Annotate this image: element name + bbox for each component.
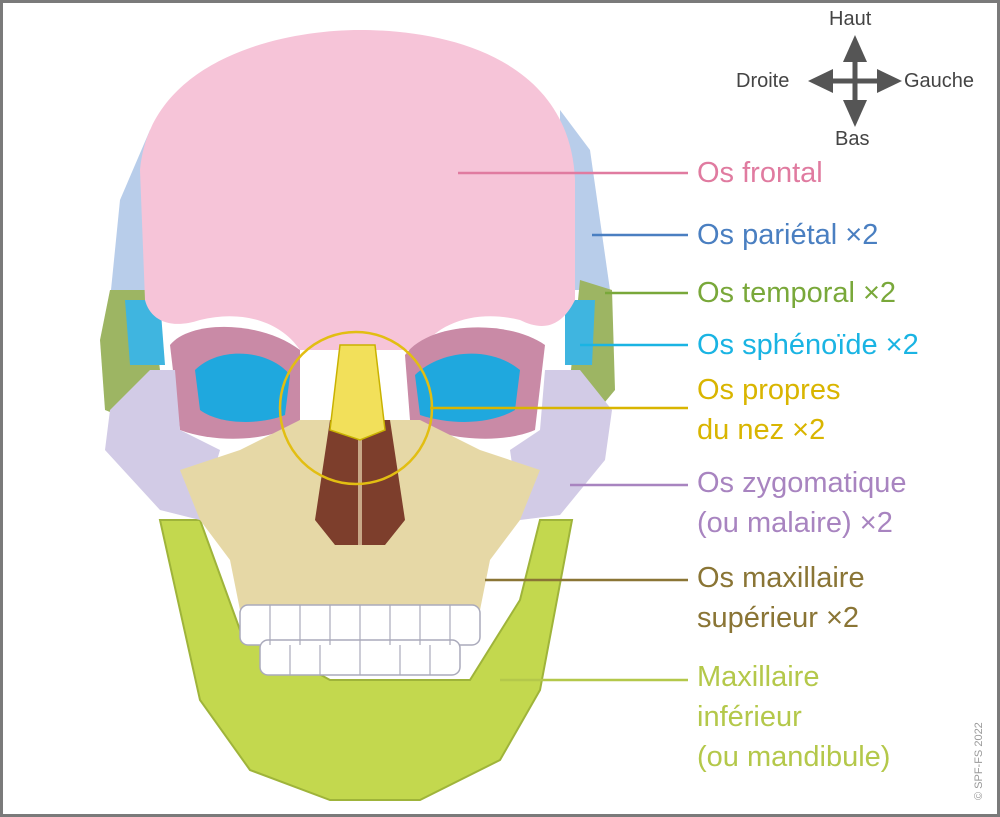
label-line: (ou malaire) ×2 <box>697 507 893 539</box>
leader-lines <box>430 171 688 682</box>
nasal-bone <box>329 344 386 441</box>
label-line: du nez ×2 <box>697 414 826 446</box>
compass-up-label: Haut <box>829 8 872 30</box>
copyright: © SPF-FS 2022 <box>973 722 985 800</box>
label-line: Os maxillaire <box>697 562 865 594</box>
label-line: Os propres <box>697 374 841 406</box>
orbit-sphenoid <box>195 353 290 422</box>
label-nasal: Os propres du nez ×2 <box>697 370 840 450</box>
label-line: Os temporal ×2 <box>697 277 897 309</box>
label-mandible: Maxillaire inférieur (ou mandibule) <box>697 657 890 777</box>
orbit-sphenoid <box>415 353 520 422</box>
label-line: inférieur <box>697 701 802 733</box>
compass-right-label: Gauche <box>904 70 975 92</box>
label-parietal: Os pariétal ×2 <box>697 215 878 255</box>
label-line: Os frontal <box>697 157 823 189</box>
compass-down-label: Bas <box>835 128 870 150</box>
label-frontal: Os frontal <box>697 153 823 193</box>
label-temporal: Os temporal ×2 <box>697 273 896 313</box>
label-zygomatic: Os zygomatique (ou malaire) ×2 <box>697 463 907 543</box>
label-line: Os sphénoïde ×2 <box>697 329 919 361</box>
sphenoid-bone <box>565 300 595 365</box>
frontal-bone <box>140 30 575 350</box>
label-line: Os zygomatique <box>697 467 907 499</box>
label-line: Maxillaire <box>697 661 820 693</box>
label-sphenoid: Os sphénoïde ×2 <box>697 325 919 365</box>
label-line: (ou mandibule) <box>697 741 891 773</box>
label-line: Os pariétal ×2 <box>697 219 879 251</box>
compass-arrows <box>808 35 902 127</box>
label-line: supérieur ×2 <box>697 602 860 634</box>
label-maxilla: Os maxillaire supérieur ×2 <box>697 558 865 638</box>
compass-left-label: Droite <box>736 70 790 92</box>
